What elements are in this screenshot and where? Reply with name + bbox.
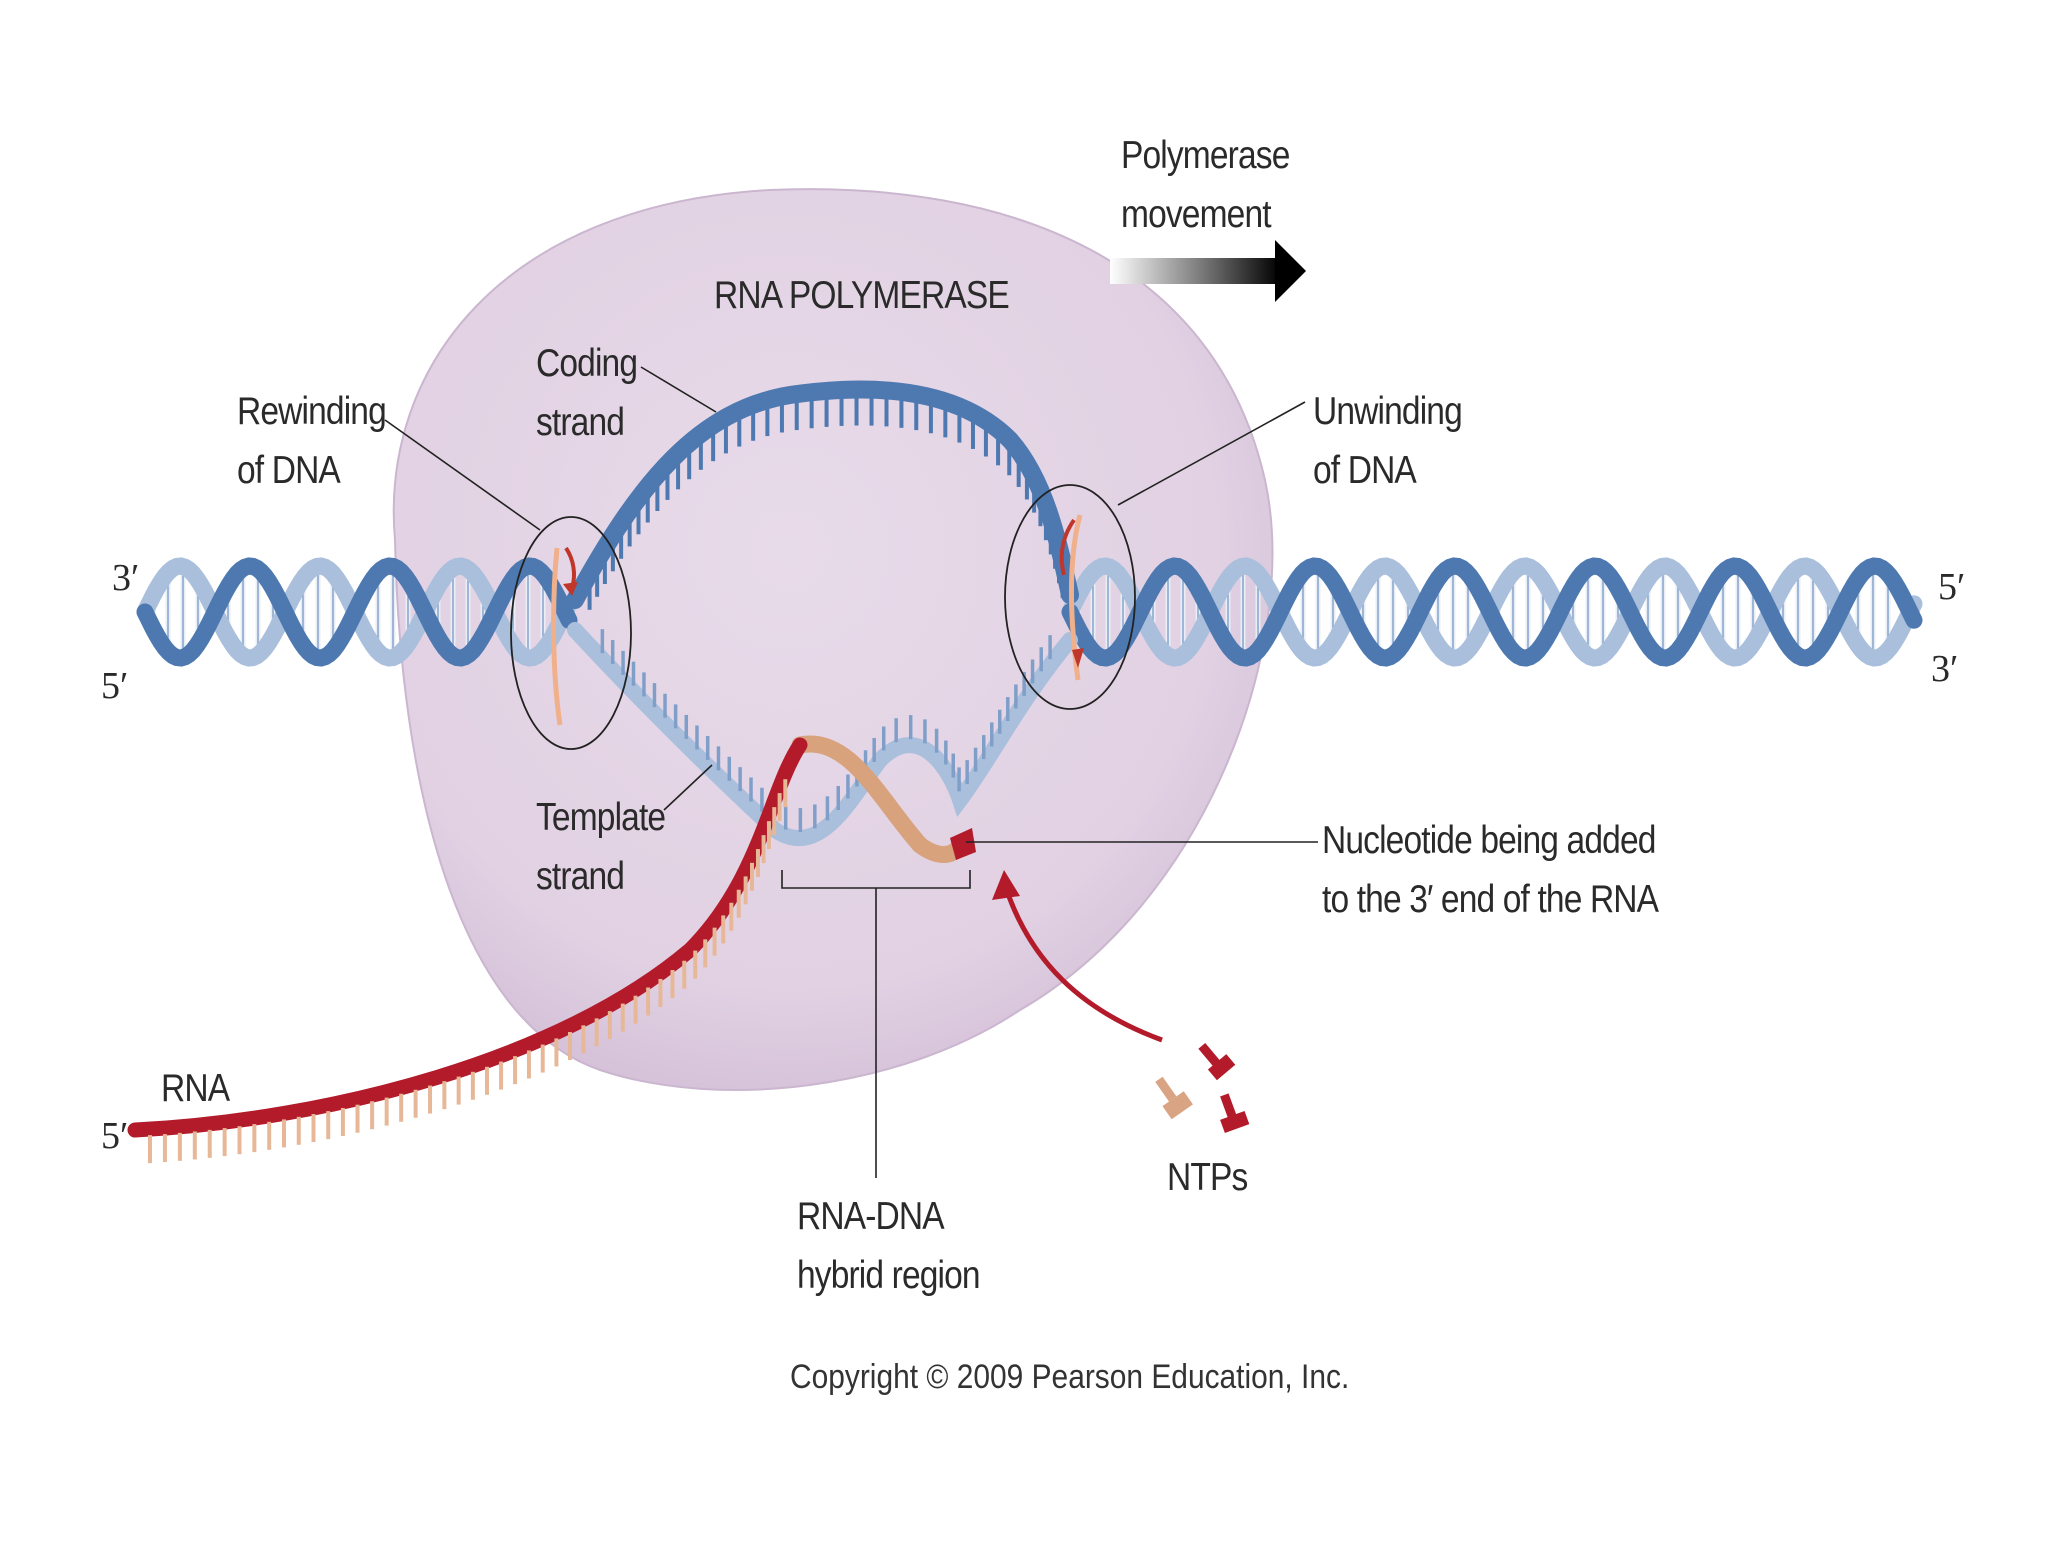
rna-polymerase-body: [392, 188, 1274, 1091]
ntps-label: NTPs: [1167, 1156, 1248, 1199]
copyright-notice: Copyright © 2009 Pearson Education, Inc.: [790, 1358, 1350, 1396]
dna-helix-left: [136, 557, 578, 667]
template-strand-leader: [663, 764, 713, 811]
rna-polymerase-label: RNA POLYMERASE: [714, 274, 1010, 317]
rna-label: RNA: [161, 1067, 230, 1110]
dna-right-top-end: 5′: [1938, 566, 1966, 608]
dna-left-top-end: 3′: [112, 557, 140, 599]
rna-left-end: 5′: [101, 1115, 129, 1157]
rewinding-leader: [384, 419, 541, 531]
dna-left-bottom-end: 5′: [101, 665, 129, 707]
ntp-molecule: [1198, 1042, 1236, 1081]
dna-backbone-dark: [1061, 557, 1923, 667]
unwinding-circle: [1004, 484, 1136, 710]
leader-lines: [384, 366, 1318, 1178]
coding-strand: [566, 380, 1079, 609]
polymerase-movement-arrow: [1110, 240, 1306, 302]
unwinding-leader: [1117, 401, 1306, 506]
added-nucleotide: [950, 828, 976, 860]
rna-strand: [127, 737, 808, 1138]
template-strand: [567, 622, 1078, 846]
rna-hybrid-turn: [791, 735, 969, 863]
ntp-incoming-arrow: [992, 870, 1163, 1043]
ntp-molecule: [1220, 1093, 1250, 1134]
dna-backbone-dark: [136, 557, 578, 667]
dna-right-bottom-end: 3′: [1931, 648, 1959, 690]
rewinding-circle: [510, 516, 632, 750]
ntp-molecule: [1155, 1076, 1193, 1120]
dna-helix-right: [1061, 557, 1923, 667]
ntp-molecules: [1155, 1042, 1250, 1134]
coding-strand-leader: [640, 366, 717, 413]
